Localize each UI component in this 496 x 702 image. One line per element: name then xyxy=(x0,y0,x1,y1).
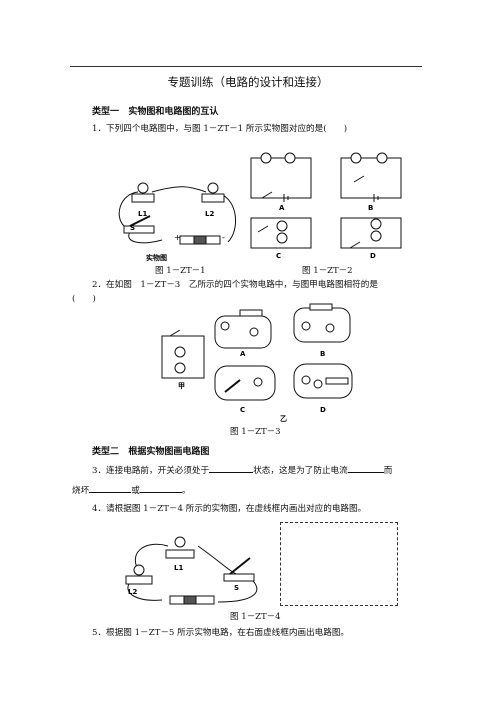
figure-4-label-s: S xyxy=(234,584,239,592)
figure-3-jia-label: 甲 xyxy=(178,382,185,390)
question-1: 1．下列四个电路图中，与图 1－ZT－1 所示实物图对应的是( ) xyxy=(92,124,348,134)
figure-3-option-a: A xyxy=(240,350,246,358)
page-title: 专题训练（电路的设计和连接） xyxy=(167,75,329,89)
figure-1-physical-circuit: + - L1 L2 S 实物图 xyxy=(118,182,237,262)
section-2-text: 根据实物图画电路图 xyxy=(128,447,210,457)
figure-3-jia-diagram: 甲 xyxy=(161,330,205,390)
figure-4-caption: 图 1－ZT－4 xyxy=(230,612,281,622)
figure-1-caption: 图 1－ZT－1 xyxy=(155,266,206,276)
svg-text:-: - xyxy=(222,233,225,242)
figure-3-yi-label: 乙 xyxy=(280,415,287,422)
q3-line2a: 烧坏 xyxy=(72,486,90,496)
q3-blank-2[interactable] xyxy=(347,462,384,473)
question-2-line-1: 2．在如图 1－ZT－3 乙所示的四个实物电路中，与图甲电路图相符的是 xyxy=(92,280,378,290)
figure-3-caption: 图 1－ZT－3 xyxy=(230,427,281,437)
figure-4-label-l2: L2 xyxy=(128,588,137,596)
figure-2-caption: 图 1－ZT－2 xyxy=(302,266,353,276)
q3-part1: 3．连接电路前，开关必须处于 xyxy=(92,466,210,476)
figure-3-option-c: C xyxy=(240,406,245,414)
section-1-heading: 类型一 实物图和电路图的互认 xyxy=(92,104,218,117)
q3-blank-4[interactable] xyxy=(139,482,182,493)
answer-box-q4[interactable] xyxy=(280,522,398,606)
question-5: 5．根据图 1－ZT－5 所示实物电路，在右面虚线框内画出电路图。 xyxy=(92,628,350,638)
question-4: 4．请根据图 1－ZT－4 所示的实物图，在虚线框内画出对应的电路图。 xyxy=(92,504,367,514)
question-3-line-1: 3．连接电路前，开关必须处于 状态，这是为了防止电流 而 xyxy=(92,462,392,478)
figure-2-option-b: B xyxy=(368,204,373,212)
section-1-label: 类型一 xyxy=(92,107,120,117)
figure-4-physical-circuit: L1 L2 S xyxy=(125,536,258,605)
figure-4-label-l1: L1 xyxy=(174,564,183,572)
figure-2-option-a: A xyxy=(279,204,285,212)
figure-2-option-c: C xyxy=(276,252,281,260)
figure-1-label-l2: L2 xyxy=(205,210,214,218)
figure-1-subtitle: 实物图 xyxy=(146,253,167,262)
figure-1-label-l1: L1 xyxy=(138,210,147,218)
question-3-line-2: 烧坏 或 。 xyxy=(72,482,190,498)
q3-line2c: 。 xyxy=(181,486,191,496)
figure-1-label-s: S xyxy=(130,224,135,232)
section-1-text: 实物图和电路图的互认 xyxy=(128,107,219,117)
figure-3-yi-physical-circuits: A B C D 乙 xyxy=(214,303,353,422)
section-2-label: 类型二 xyxy=(92,447,120,457)
question-2-line-2: ( ) xyxy=(72,294,96,304)
q3-part3: 而 xyxy=(383,466,393,476)
q3-line2b: 或 xyxy=(131,486,140,496)
header-rule xyxy=(70,66,422,67)
figure-2-option-d: D xyxy=(370,252,376,260)
svg-text:+: + xyxy=(174,233,181,242)
figure-2-circuit-diagrams: A B C D xyxy=(250,152,402,260)
figure-3-option-d: D xyxy=(320,406,326,414)
q3-blank-1[interactable] xyxy=(209,462,254,473)
figure-3-option-b: B xyxy=(320,350,325,358)
q3-blank-3[interactable] xyxy=(89,482,132,493)
section-2-heading: 类型二 根据实物图画电路图 xyxy=(92,444,209,457)
q3-part2: 状态，这是为了防止电流 xyxy=(253,466,348,476)
